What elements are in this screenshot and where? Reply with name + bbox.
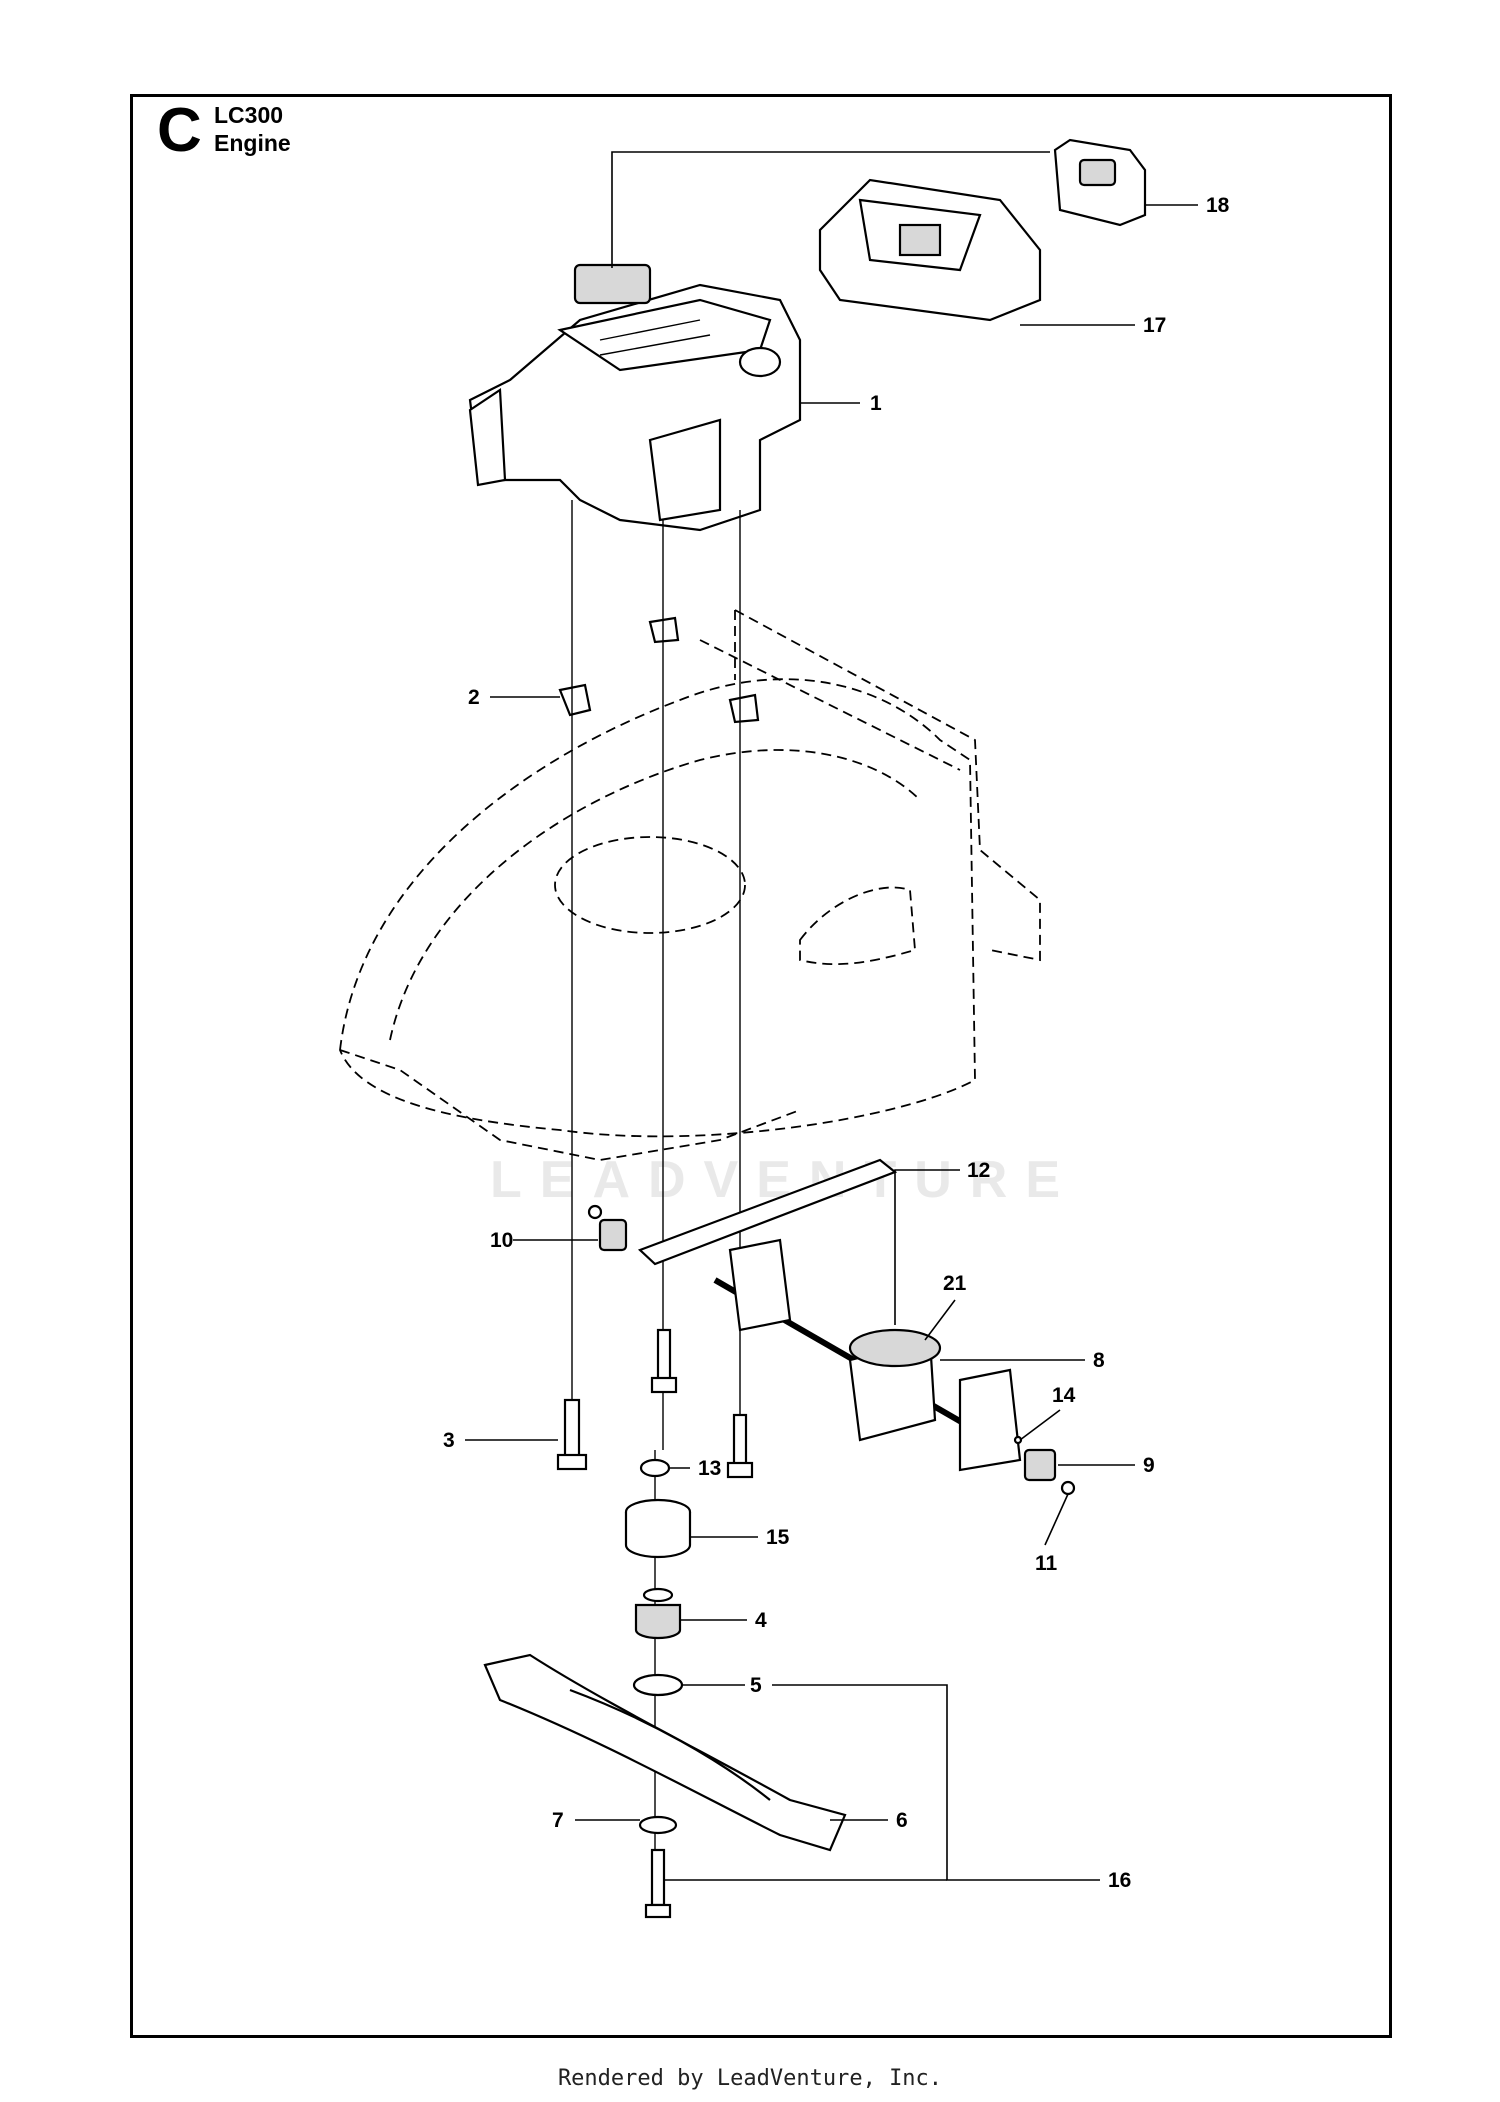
footer-credit: Rendered by LeadVenture, Inc.	[557, 2066, 943, 2091]
callout-3: 3	[443, 1429, 455, 1452]
callout-7: 7	[552, 1809, 564, 1832]
callout-18: 18	[1206, 194, 1230, 217]
hub-part-4	[634, 1587, 682, 1640]
bolts-part-3	[556, 1328, 754, 1479]
blade-adapter-part-15	[624, 1498, 692, 1559]
callout-9: 9	[1143, 1454, 1155, 1477]
section-letter: C	[157, 96, 202, 165]
callout-6: 6	[896, 1809, 908, 1832]
callout-11: 11	[1035, 1552, 1058, 1575]
callout-13: 13	[698, 1457, 721, 1480]
battery-pack-part-18	[1053, 138, 1147, 227]
callout-15: 15	[766, 1526, 790, 1549]
callout-17: 17	[1143, 314, 1166, 337]
callout-8: 8	[1093, 1349, 1105, 1372]
model-name: LC300	[214, 102, 284, 128]
gear-part-9	[1013, 1435, 1076, 1496]
callout-leader-lines	[465, 151, 1198, 1881]
washer-part-7	[638, 1815, 678, 1835]
callout-5: 5	[750, 1674, 762, 1697]
assembly-center-lines	[571, 500, 741, 1880]
engine-mount-clips	[558, 616, 760, 724]
cutting-blade-part-6	[483, 1653, 847, 1852]
gear-part-10	[587, 1204, 628, 1252]
diagram-frame	[130, 94, 1392, 2038]
callout-4: 4	[755, 1609, 767, 1632]
battery-charger-part-17	[818, 178, 1042, 322]
callout-14: 14	[1052, 1384, 1076, 1407]
callout-12: 12	[967, 1159, 990, 1182]
engine-part-1	[468, 263, 802, 532]
callout-21: 21	[943, 1272, 967, 1295]
washer-part-13	[639, 1458, 671, 1478]
blade-bolt-part-16	[644, 1848, 672, 1919]
callout-2: 2	[468, 686, 480, 709]
callout-10: 10	[490, 1229, 513, 1252]
transmission-part-8	[713, 1238, 1022, 1472]
callout-labels: 1 2 3 4 5 6 7 8 9 10 11 12 13 14 15 16 1…	[443, 194, 1230, 1892]
mower-deck	[339, 609, 1041, 1161]
washer-part-5	[632, 1673, 684, 1697]
callout-1: 1	[870, 392, 882, 415]
section-title: Engine	[214, 130, 291, 156]
callout-16: 16	[1108, 1869, 1131, 1892]
